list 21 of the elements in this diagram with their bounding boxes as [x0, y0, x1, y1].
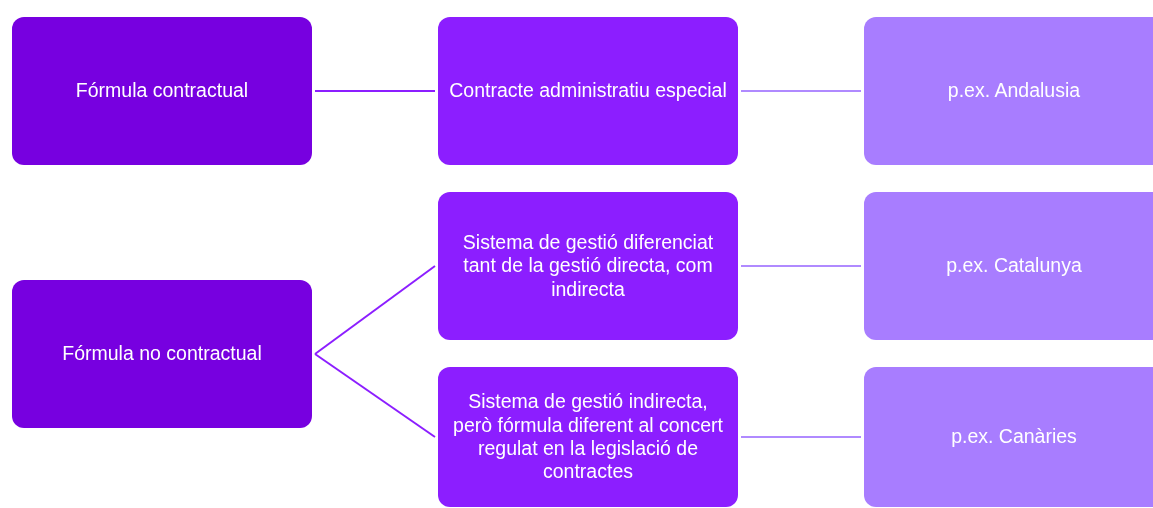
box-text: Fórmula no contractual	[62, 342, 262, 366]
box-text: p.ex. Canàries	[951, 425, 1077, 449]
connector-line	[740, 265, 862, 267]
box-text: Sistema de gestió diferenciat tant de la gestió directa, com indirecta	[461, 230, 715, 302]
process-box	[438, 192, 738, 340]
box-text: Fórmula contractual	[75, 79, 249, 103]
connector-line	[314, 90, 436, 92]
process-box	[864, 192, 1153, 340]
connector-line	[740, 90, 862, 92]
process-box	[438, 367, 738, 507]
box-text: p.ex. Andalusia	[947, 79, 1081, 103]
process-box	[438, 17, 738, 165]
box-text: Contracte administratiu especial	[449, 79, 727, 103]
process-box	[864, 17, 1153, 165]
process-box	[864, 367, 1153, 507]
process-box	[12, 280, 312, 428]
box-text: Sistema de gestió indirecta, però fórmula diferent al concert regulat en la legislació de contractes	[452, 390, 724, 484]
process-box	[12, 17, 312, 165]
connector-line	[740, 436, 862, 438]
box-text: p.ex. Catalunya	[946, 254, 1082, 278]
connector-line	[314, 265, 436, 355]
